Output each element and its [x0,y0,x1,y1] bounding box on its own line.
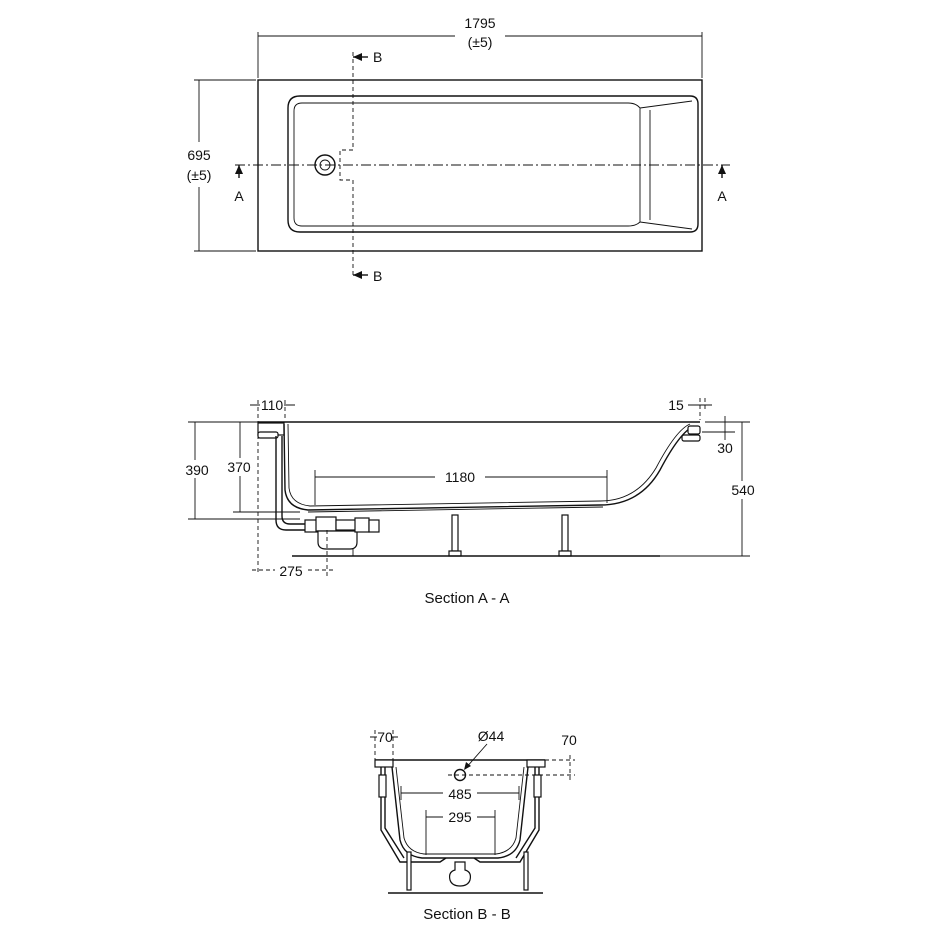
section-b-b: Ø44 70 70 485 295 Section B - B [370,728,577,923]
dim-flat-bottom: 1180 [445,469,475,485]
dim-height-total: 390 [185,462,209,478]
drain-icon [314,154,336,176]
dim-rim-left-b: 70 [377,729,393,745]
dim-rim-right-a: 15 [668,397,684,413]
section-b-title: Section B - B [423,906,511,923]
support-leg [406,851,412,891]
support-leg [558,514,572,557]
length-tolerance-label: (±5) [468,34,493,50]
dim-waste-offset: 275 [279,563,303,579]
section-a-a: 110 15 30 390 370 540 1180 [180,396,764,607]
dim-rim-thickness: 30 [717,440,733,456]
dim-overall-height: 540 [731,482,755,498]
width-tolerance-label: (±5) [187,167,212,183]
section-a-marker-right: A [717,188,727,204]
plan-view: 1795 (±5) 695 (±5) B B A A [180,12,730,284]
width-label: 695 [187,147,211,163]
section-b-marker-bottom: B [373,268,382,284]
waste-fitting [304,519,318,533]
dim-depth: 370 [227,459,251,475]
length-label: 1795 [464,15,495,31]
bath-outer-outline [257,79,703,252]
section-b-marker-top: B [373,49,382,65]
waste-trap [448,861,472,887]
section-a-marker-left: A [234,188,244,204]
dim-bottom-width: 295 [448,809,472,825]
bath-rim-inner [287,95,699,233]
support-leg [448,514,462,557]
dim-inner-width: 485 [448,786,472,802]
dim-overflow-diameter: Ø44 [478,728,505,744]
section-a-title: Section A - A [424,590,509,607]
dim-rim-left-a: 110 [261,397,284,413]
dim-overflow-height: 70 [561,732,577,748]
support-leg [523,851,529,891]
